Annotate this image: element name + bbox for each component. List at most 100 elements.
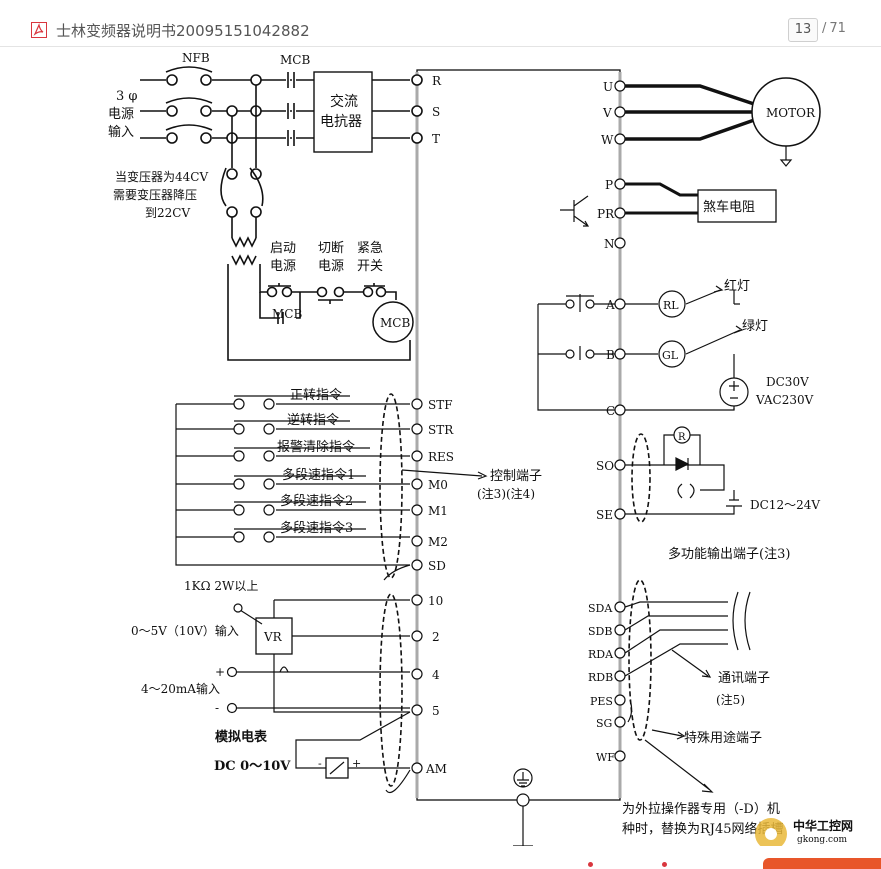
terminal-str: STR	[428, 423, 454, 437]
analog-inputs	[226, 564, 423, 794]
green-lamp-label: 绿灯	[742, 319, 768, 334]
reactor-label-2: 电抗器	[320, 114, 362, 130]
comm-terminal-label: 通讯端子	[718, 671, 770, 686]
input-label: 输入	[108, 124, 134, 140]
page-separator: /	[822, 21, 827, 36]
site-watermark: 中华工控网 gkong.com	[755, 818, 853, 850]
command-reset: 报警清除指令	[277, 439, 355, 455]
terminal-so: SO	[596, 459, 614, 473]
terminal-a: A	[605, 298, 615, 312]
terminal-m2: M2	[428, 535, 448, 549]
red-lamp-label: 红灯	[724, 278, 750, 294]
control-terminal-note: (注3)(注4)	[477, 486, 535, 501]
brake-resistor	[697, 189, 777, 223]
terminal-sd: SD	[428, 559, 446, 573]
power-input: NFB MCB 3 φ 电源 输入 交流 电抗器	[108, 51, 423, 153]
mcb-coil	[372, 301, 414, 343]
terminal-stf: STF	[428, 398, 453, 412]
emergency-label-1: 紧急	[357, 241, 383, 256]
bottom-bar	[0, 846, 881, 869]
transformer-note-1: 当变压器为44CV	[115, 169, 208, 184]
meter-minus-label: -	[318, 757, 322, 770]
bottom-note-2: 种时，替换为RJ45网络插槽	[622, 821, 784, 837]
terminal-w: W	[601, 133, 614, 147]
bottom-note-1: 为外拉操作器专用（-D）机	[622, 801, 780, 817]
special-terminal-label: 特殊用途端子	[684, 730, 762, 746]
meter-plus-label: +	[352, 757, 361, 770]
terminal-sg: SG	[596, 717, 612, 730]
voltage-input-label: 0～5V（10V）输入	[131, 623, 239, 638]
terminal-u: U	[603, 80, 613, 94]
page-count: /71	[822, 21, 849, 36]
terminal-pr: PR	[597, 207, 615, 221]
r-component-label: R	[678, 432, 686, 443]
relay-supply-label-2: VAC230V	[755, 393, 814, 407]
command-speed-1: 多段速指令1	[282, 467, 355, 483]
meter-label: 模拟电表	[215, 729, 268, 745]
wiring-diagram-page: NFB MCB 3 φ 电源 输入 交流 电抗器	[0, 46, 881, 847]
terminal-rdb: RDB	[588, 671, 613, 684]
pdf-toolbar: 士林变频器说明书20095151042882 13 /71	[0, 0, 881, 47]
minus-sign-label: -	[215, 701, 219, 715]
pdf-file-icon	[31, 22, 47, 38]
action-button[interactable]	[763, 858, 881, 869]
page-dot[interactable]	[588, 862, 593, 867]
watermark-text-2: gkong.com	[797, 835, 848, 845]
gl-label: GL	[662, 349, 679, 362]
meter-range-label: DC 0～10V	[214, 759, 291, 774]
emergency-label-2: 开关	[357, 259, 383, 274]
vr-label: VR	[263, 630, 283, 644]
ac-reactor	[313, 71, 373, 153]
plus-sign-label: +	[215, 665, 225, 679]
terminal-rda: RDA	[588, 648, 614, 661]
terminal-m0: M0	[428, 478, 448, 492]
current-page-input[interactable]: 13	[788, 18, 818, 42]
terminal-b: B	[606, 348, 615, 362]
motor-output: MOTOR	[614, 77, 821, 167]
terminal-sdb: SDB	[588, 625, 612, 638]
phase-label: 3 φ	[116, 89, 138, 104]
total-pages: 71	[829, 21, 846, 36]
command-reverse: 逆转指令	[287, 412, 339, 428]
cut-label-2: 电源	[318, 259, 344, 274]
brake-resistor-label: 煞车电阻	[703, 199, 755, 215]
nfb-label: NFB	[182, 51, 210, 65]
green-lamp	[658, 340, 686, 368]
open-collector-output: R	[614, 426, 742, 523]
relay-supply-label-1: DC30V	[766, 375, 809, 389]
terminal-4: 4	[432, 668, 440, 682]
motor-label: MOTOR	[766, 106, 816, 120]
terminal-10: 10	[428, 594, 443, 608]
command-forward: 正转指令	[290, 388, 342, 403]
terminal-c: C	[606, 404, 615, 418]
analog-meter	[325, 757, 349, 779]
page-dot[interactable]	[662, 862, 667, 867]
start-label-2: 电源	[270, 259, 296, 274]
mcb-label: MCB	[280, 53, 310, 67]
terminal-am: AM	[425, 762, 447, 776]
pot-spec-label: 1KΩ 2W以上	[184, 579, 258, 593]
control-terminal-label: 控制端子	[490, 469, 542, 484]
terminal-s: S	[432, 105, 440, 119]
terminal-m1: M1	[428, 504, 448, 518]
document-title: 士林变频器说明书20095151042882	[56, 22, 310, 40]
terminal-se: SE	[596, 508, 613, 522]
current-input-label: 4～20mA输入	[141, 681, 220, 696]
mcb-coil-label: MCB	[380, 316, 410, 330]
terminal-r: R	[432, 74, 442, 88]
command-speed-2: 多段速指令2	[280, 493, 353, 509]
control-inputs	[175, 393, 488, 579]
terminal-wf: WF	[596, 751, 615, 764]
command-speed-3: 多段速指令3	[280, 520, 353, 536]
terminal-2: 2	[432, 630, 440, 644]
relay-output: RL 红灯 GL 绿灯 DC30V VAC230V	[537, 278, 814, 416]
transformer-note-2: 需要变压器降压	[113, 187, 197, 202]
terminal-n: N	[604, 237, 615, 251]
terminal-t: T	[432, 132, 440, 146]
control-power: 当变压器为44CV 需要变压器降压 到22CV MCB MCB 启动 电源 切断…	[113, 85, 414, 361]
red-lamp	[658, 290, 686, 318]
source-label: 电源	[108, 107, 134, 122]
ground-symbol	[513, 768, 533, 847]
start-label-1: 启动	[270, 241, 296, 256]
cut-label-1: 切断	[318, 241, 344, 256]
